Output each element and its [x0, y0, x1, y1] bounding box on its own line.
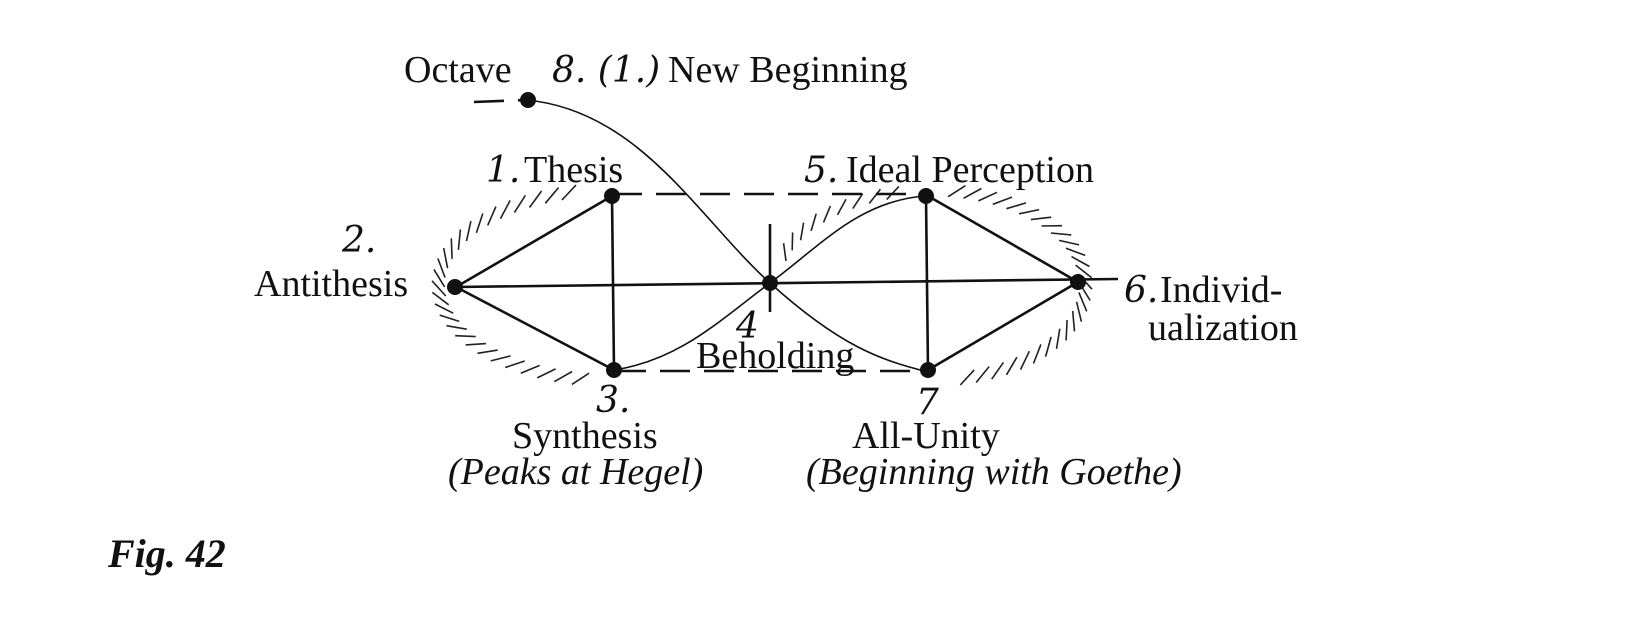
- hatch-stroke: [1030, 216, 1052, 221]
- hatch-stroke: [1050, 232, 1072, 236]
- hatch-stroke: [1055, 328, 1061, 350]
- label-beholding: Beholding: [696, 335, 854, 377]
- edge-antithesis-thesis: [455, 194, 613, 289]
- hatch-stroke: [520, 364, 541, 374]
- hatch-stroke: [1071, 255, 1090, 268]
- hatch-stroke: [1058, 239, 1080, 246]
- hatch-stroke: [1018, 208, 1040, 215]
- hatch-stroke: [504, 360, 525, 369]
- hatch-stroke: [490, 355, 511, 362]
- label-new-beginning: New Beginning: [668, 49, 908, 91]
- hatched-shading: [431, 184, 1093, 386]
- hatch-stroke: [553, 370, 573, 383]
- label-all-unity: All-Unity: [852, 415, 1000, 457]
- label-thesis-number: 1.: [486, 150, 520, 191]
- hatch-stroke: [434, 303, 454, 314]
- hatch-stroke: [446, 324, 467, 330]
- edge-all-unity-individualization: [927, 280, 1079, 372]
- hatch-stroke: [1005, 356, 1018, 376]
- hatch-stroke: [571, 372, 590, 386]
- hatch-stroke: [486, 206, 497, 226]
- hatch-stroke: [499, 200, 511, 219]
- edge-ideal-perception-individualization: [927, 194, 1079, 284]
- edge-ideal-perception-all-unity: [924, 195, 930, 371]
- label-individualization-number: 6.: [1124, 270, 1158, 311]
- label-antithesis: Antithesis: [254, 263, 408, 305]
- figure-caption: Fig. 42: [108, 531, 226, 576]
- node-synthesis: [606, 362, 622, 378]
- hatch-stroke: [947, 185, 966, 198]
- edge-thesis-synthesis: [610, 195, 616, 371]
- curve-octave-to-all-unity: [525, 99, 929, 373]
- node-individualization: [1070, 274, 1086, 290]
- hatch-stroke: [963, 187, 982, 200]
- hatch-stroke: [959, 369, 975, 386]
- hatch-stroke: [431, 280, 447, 297]
- hatch-stroke: [442, 247, 449, 269]
- label-all-unity-number: 7: [916, 382, 939, 423]
- label-octave-number: 8. (1.): [552, 50, 660, 91]
- hatch-stroke: [477, 349, 498, 355]
- hatch-stroke: [1078, 292, 1088, 312]
- node-ideal-perception: [918, 188, 934, 204]
- hatch-stroke: [1065, 320, 1068, 341]
- hatch-stroke: [822, 205, 832, 223]
- node-beholding: [762, 275, 778, 291]
- hatch-stroke: [1032, 344, 1042, 364]
- hatch-stroke: [528, 190, 543, 208]
- hatch-stroke: [1071, 310, 1076, 332]
- hatch-stroke: [536, 368, 556, 379]
- hatch-stroke: [561, 184, 577, 201]
- hatch-stroke: [544, 187, 560, 204]
- hatch-stroke: [513, 194, 527, 214]
- hatch-stroke: [475, 213, 484, 234]
- label-ideal-perception: Ideal Perception: [846, 149, 1094, 191]
- hatch-stroke: [437, 258, 446, 278]
- hatch-stroke: [465, 220, 472, 242]
- hatch-stroke: [465, 342, 487, 346]
- hatch-stroke: [810, 213, 817, 232]
- label-ideal-perception-number: 5.: [804, 150, 838, 191]
- label-individualization-2: ualization: [1148, 307, 1298, 349]
- hatch-stroke: [975, 366, 990, 384]
- node-all-unity: [920, 362, 936, 378]
- label-all-unity-note: (Beginning with Goethe): [806, 451, 1182, 493]
- hatch-stroke: [836, 198, 847, 216]
- label-synthesis-number: 3.: [596, 380, 630, 421]
- label-individualization-1: Individ-: [1160, 269, 1282, 311]
- label-thesis: Thesis: [524, 149, 623, 191]
- hatch-stroke: [1075, 264, 1093, 279]
- node-antithesis: [447, 279, 463, 295]
- hatch-stroke: [457, 229, 462, 250]
- label-beholding-number: 4: [735, 306, 759, 347]
- hatch-stroke: [433, 268, 446, 288]
- hatch-stroke: [1006, 202, 1027, 210]
- hatch-stroke: [978, 191, 998, 202]
- hatch-stroke: [450, 238, 453, 259]
- hatch-stroke: [992, 196, 1013, 206]
- hatch-stroke: [455, 334, 476, 338]
- hatch-stroke: [991, 361, 1005, 380]
- hatch-stroke: [439, 314, 460, 323]
- hatch-stroke: [782, 243, 787, 262]
- edge-antithesis-synthesis: [455, 285, 615, 372]
- hatch-stroke: [852, 193, 864, 210]
- label-antithesis-number: 2.: [341, 220, 376, 261]
- node-octave: [520, 92, 536, 108]
- node-thesis: [604, 188, 620, 204]
- edge-antithesis-individualization: [455, 277, 1119, 289]
- hatch-stroke: [868, 188, 882, 204]
- hatch-stroke: [1044, 336, 1052, 357]
- hatch-stroke: [1065, 247, 1086, 257]
- label-synthesis: Synthesis: [512, 415, 658, 457]
- hatch-stroke: [1019, 350, 1031, 370]
- edge-octave-lead: [473, 98, 527, 104]
- hatch-stroke: [431, 291, 450, 306]
- label-octave: Octave: [404, 49, 512, 91]
- label-synthesis-note: (Peaks at Hegel): [448, 451, 703, 493]
- hatch-stroke: [799, 222, 805, 241]
- hatch-stroke: [1075, 301, 1083, 322]
